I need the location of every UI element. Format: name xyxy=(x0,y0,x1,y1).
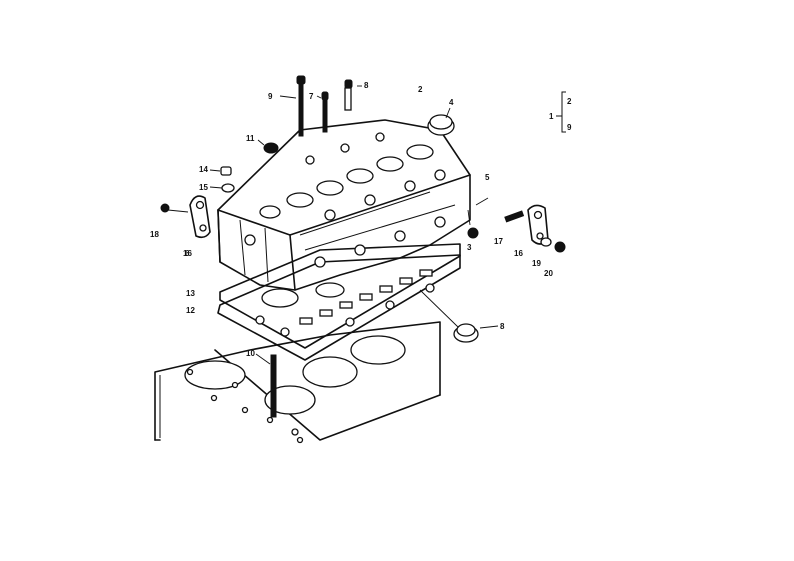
engine-block xyxy=(154,321,441,444)
plug-cap-4 xyxy=(427,107,455,136)
callout-7: 7 xyxy=(309,92,314,101)
cylinder-head xyxy=(217,119,471,291)
callout-labels: 1 2 2 3 4 5 6 7 8 9 10 11 12 13 14 15 16… xyxy=(150,81,572,358)
engine-hanger-left xyxy=(160,195,211,239)
gasket-holes xyxy=(255,269,435,337)
callout-11: 11 xyxy=(246,134,255,143)
callout-13: 13 xyxy=(186,289,195,298)
head-ports xyxy=(244,132,446,268)
callout-20: 20 xyxy=(544,269,553,278)
callout-8: 8 xyxy=(364,81,369,90)
callout-18: 18 xyxy=(150,230,159,239)
seal-8 xyxy=(419,289,499,343)
callout-1: 1 xyxy=(549,112,554,121)
callout-16-left: 16 xyxy=(183,249,192,258)
bolt-14-washer-15 xyxy=(209,166,235,193)
stud-bolt-10 xyxy=(255,353,277,418)
callout-2: 2 xyxy=(418,85,423,94)
callout-12: 12 xyxy=(186,306,195,315)
callout-17: 17 xyxy=(494,237,503,246)
callout-8-lower: 8 xyxy=(500,322,505,331)
nut-11 xyxy=(257,139,279,154)
callout-15: 15 xyxy=(199,183,208,192)
assembly-bracket xyxy=(556,91,566,133)
callout-3: 3 xyxy=(467,243,472,252)
callout-9: 9 xyxy=(268,92,273,101)
callout-2-legend: 2 xyxy=(567,97,572,106)
callout-16-right: 16 xyxy=(514,249,523,258)
head-bolts xyxy=(279,75,362,137)
callout-4: 4 xyxy=(449,98,454,107)
callout-5: 5 xyxy=(485,173,490,182)
callout-9-legend: 9 xyxy=(567,123,572,132)
callout-10: 10 xyxy=(246,349,255,358)
head-gasket xyxy=(217,243,461,361)
callout-14: 14 xyxy=(199,165,208,174)
engine-hanger-right xyxy=(467,197,566,253)
callout-19: 19 xyxy=(532,259,541,268)
callout-6: 6 xyxy=(185,249,190,258)
